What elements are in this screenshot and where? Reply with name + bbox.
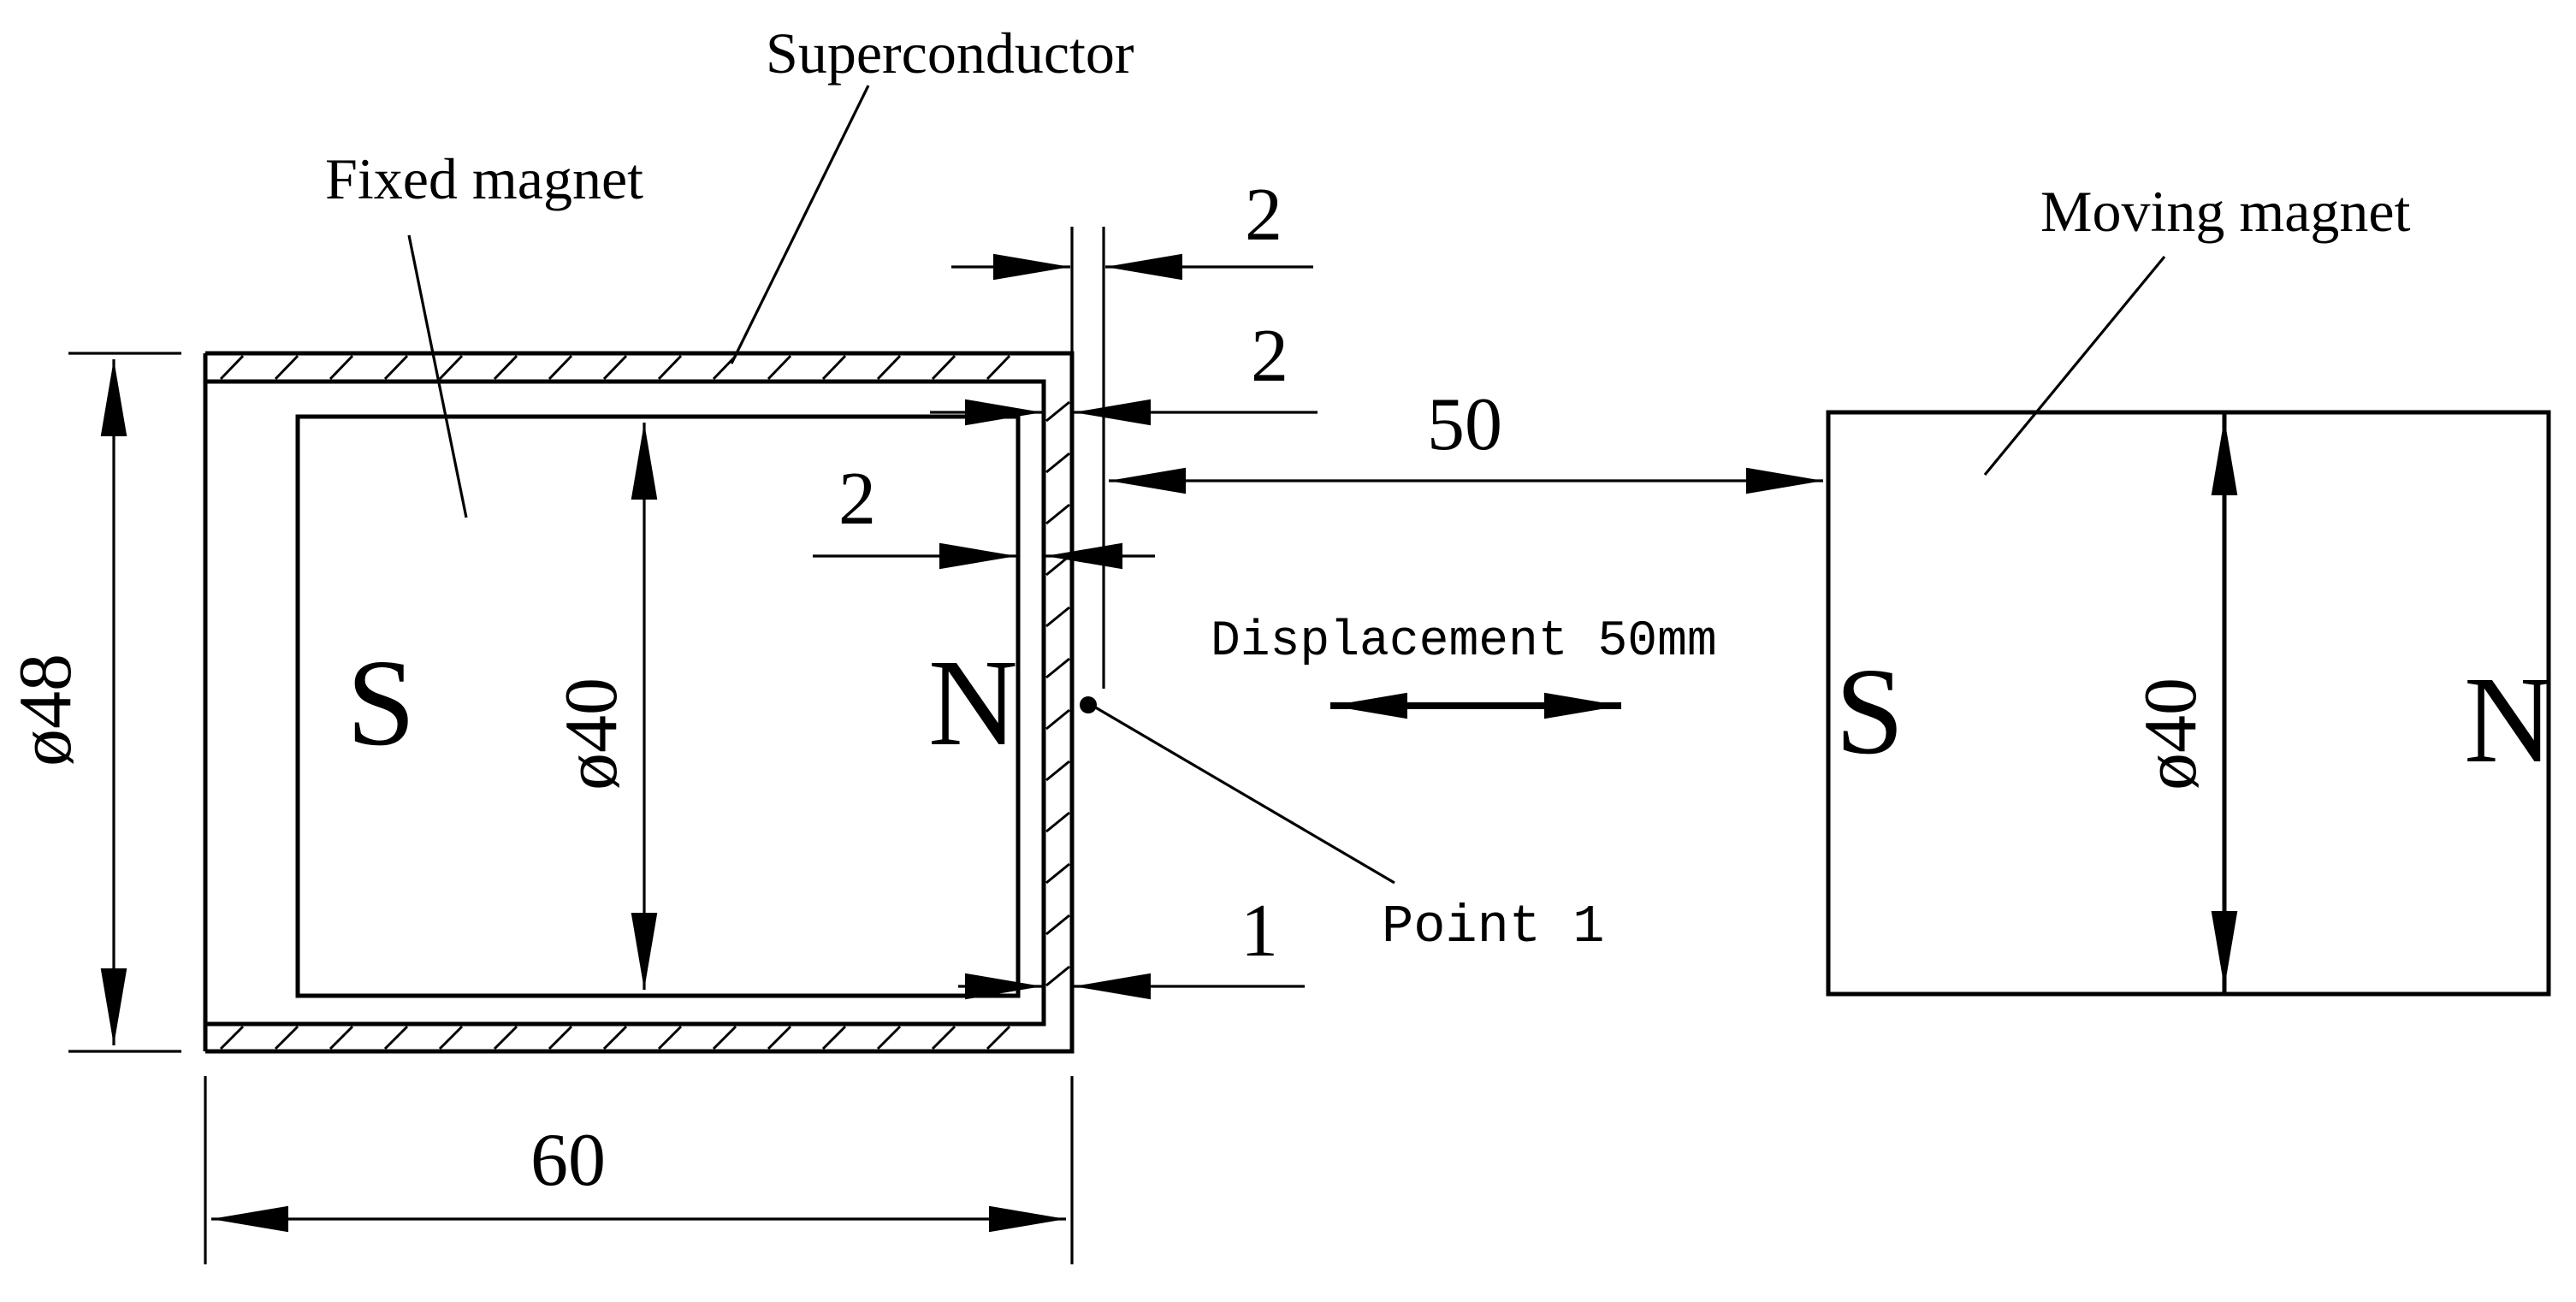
fixed-magnet-leader — [407, 234, 468, 518]
shell-hatch-top — [219, 354, 1011, 381]
moving-north-pole: N — [2464, 652, 2554, 789]
hatch-line — [931, 354, 956, 381]
shell-hatch-bottom — [219, 1025, 1011, 1050]
hatch-line — [1045, 554, 1070, 577]
hatch-line — [493, 354, 518, 381]
wall-top-label: 2 — [1245, 174, 1282, 257]
hatch-line — [548, 354, 573, 381]
hatch-line — [986, 1025, 1011, 1050]
outer-diameter-label: ø48 — [4, 654, 87, 766]
dim-gap — [1102, 227, 1823, 689]
displacement-label: Displacement 50mm — [1211, 614, 1717, 670]
hatch-line — [1045, 760, 1070, 782]
hatch-line — [219, 1025, 245, 1050]
superconductor-leader — [730, 85, 870, 364]
hatch-line — [821, 354, 847, 381]
hatch-line — [931, 1025, 956, 1050]
superconductor-label: Superconductor — [766, 21, 1134, 86]
point-1-marker — [1080, 696, 1097, 713]
gap-label: 50 — [1427, 383, 1502, 466]
hatch-line — [383, 354, 409, 381]
hatch-line — [712, 1025, 737, 1050]
fixed-diameter-label: ø40 — [550, 678, 633, 790]
hatch-line — [876, 1025, 902, 1050]
hatch-line — [657, 354, 683, 381]
hatch-line — [438, 354, 464, 381]
point-leader — [1087, 701, 1395, 885]
hatch-line — [1045, 965, 1070, 987]
hatch-line — [1045, 914, 1070, 936]
dim-length — [204, 1076, 1074, 1264]
hatch-line — [602, 1025, 628, 1050]
hatch-line — [274, 354, 299, 381]
hatch-line — [329, 1025, 354, 1050]
hatch-line — [602, 354, 628, 381]
moving-diameter-label: ø40 — [2129, 678, 2212, 790]
fixed-magnet-body — [295, 414, 1021, 998]
dim-wall-top — [951, 227, 1313, 353]
fixed-north-pole: N — [928, 635, 1018, 772]
hatch-line — [986, 354, 1011, 381]
hatch-line — [548, 1025, 573, 1050]
hatch-line — [1045, 708, 1070, 731]
moving-south-pole: S — [1835, 643, 1904, 780]
hatch-line — [876, 354, 902, 381]
hatch-line — [767, 1025, 792, 1050]
dim-outer-diameter — [68, 352, 181, 1053]
hatch-line — [274, 1025, 299, 1050]
point-1-label: Point 1 — [1382, 897, 1604, 957]
moving-magnet-body — [1826, 410, 2551, 997]
shell-hatch-right — [1045, 400, 1070, 987]
hatch-line — [1045, 606, 1070, 628]
length-label: 60 — [530, 1119, 606, 1202]
fixed-south-pole: S — [346, 635, 416, 772]
hatch-line — [1045, 400, 1070, 423]
hatch-line — [1045, 657, 1070, 679]
hatch-line — [493, 1025, 518, 1050]
moving-magnet-leader — [1983, 255, 2166, 476]
wall-bottom-label: 1 — [1241, 890, 1278, 973]
hatch-line — [438, 1025, 464, 1050]
hatch-line — [1045, 811, 1070, 833]
hatch-line — [1045, 862, 1070, 885]
wall-inner-label: 2 — [838, 458, 876, 541]
hatch-line — [219, 354, 245, 381]
superconductor-shell — [203, 351, 1075, 1054]
hatch-line — [1045, 503, 1070, 525]
hatch-line — [657, 1025, 683, 1050]
hatch-line — [329, 354, 354, 381]
wall-mid-label: 2 — [1251, 315, 1288, 398]
hatch-line — [767, 354, 792, 381]
hatch-line — [383, 1025, 409, 1050]
fixed-magnet-label: Fixed magnet — [325, 146, 643, 211]
hatch-line — [821, 1025, 847, 1050]
moving-magnet-label: Moving magnet — [2040, 179, 2411, 244]
hatch-line — [1045, 452, 1070, 474]
